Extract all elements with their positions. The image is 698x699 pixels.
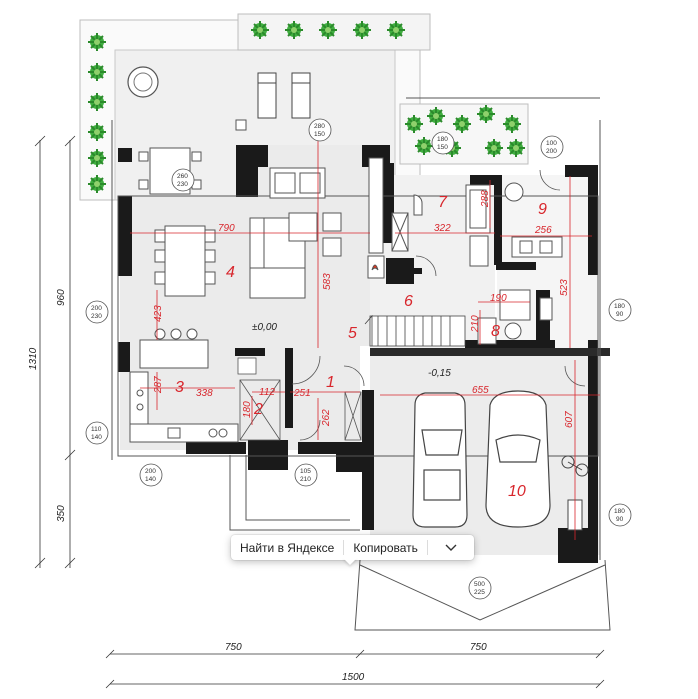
opening-r-h: 90 [616,311,624,318]
dim-655: 655 [472,385,489,396]
dim-338: 338 [196,388,213,399]
dim-251: 251 [293,388,311,399]
dim-256: 256 [534,225,552,236]
dim-1310: 1310 [28,347,39,370]
outer-lines [111,97,611,631]
level-main: ±0,00 [252,322,277,333]
living-furniture [249,167,342,299]
dim-262: 262 [321,409,332,427]
outer-dimension-lines [34,135,605,689]
opening-ll-h: 140 [91,434,102,441]
plants-garden [399,103,529,165]
dim-583: 583 [322,273,333,290]
kitchen-island-icon [129,328,239,443]
opening-b-w: 200 [145,468,156,475]
room-label-6: 6 [404,293,413,310]
sun-loungers-icon [257,72,311,119]
opening-l-w: 200 [91,305,102,312]
dim-350: 350 [56,505,67,522]
opening-kt-h: 150 [437,144,448,151]
dim-790: 790 [218,223,235,234]
search-yandex-button[interactable]: Найти в Яндексе [240,540,335,555]
room-label-1: 1 [326,374,335,391]
tv-cabinet [367,157,409,279]
dim-287: 287 [153,376,164,394]
dim-750-right: 750 [470,642,487,653]
round-table-icon [127,66,159,98]
text-selection-menu: Найти в Яндексе Копировать [231,535,474,560]
opening-top-h: 150 [314,131,325,138]
room7-furniture [413,184,491,267]
opening-rl-w: 180 [614,508,625,515]
dim-112: 112 [259,387,275,398]
dim-1500: 1500 [342,672,365,683]
opening-bt-h: 200 [546,148,557,155]
room-label-2: 2 [253,401,263,418]
opening-d-w: 105 [300,468,311,475]
car-left-icon [412,392,468,528]
menu-divider [426,540,428,555]
opening-bt-w: 100 [546,140,557,147]
opening-rl-h: 90 [616,516,624,523]
opening-kt-w: 180 [437,136,448,143]
dim-607: 607 [564,411,575,428]
opening-lt-h: 230 [177,181,188,188]
dim-288: 288 [480,190,491,208]
opening-ll-w: 110 [91,426,102,433]
more-options-button[interactable] [428,535,474,560]
room-label-7: 7 [438,194,448,211]
opening-d-h: 210 [300,476,311,483]
dim-210: 210 [470,315,481,333]
room-label-9: 9 [538,201,547,218]
opening-b-h: 140 [145,476,156,483]
doors [237,169,586,441]
dim-322: 322 [434,223,451,234]
copy-button[interactable]: Копировать [353,540,418,555]
dim-180: 180 [242,401,253,418]
dim-423: 423 [153,305,164,322]
room-label-5: 5 [348,325,357,342]
car-right-icon [485,390,551,528]
dining-table-icon [154,225,216,297]
room-label-8: 8 [491,323,500,340]
menu-pointer [343,558,357,565]
dim-960: 960 [56,289,67,306]
menu-divider [343,540,345,555]
dim-523: 523 [559,279,570,296]
opening-l-h: 230 [91,313,102,320]
room-label-10: 10 [508,483,526,500]
opening-top-w: 280 [314,123,325,130]
staircase-icon [364,314,466,347]
room-label-4: 4 [226,264,235,281]
opening-g-w: 500 [474,581,485,588]
opening-r-w: 180 [614,303,625,310]
room-label-3: 3 [175,379,184,396]
bathroom-fixtures [477,182,563,345]
opening-lt-w: 260 [177,173,188,180]
chevron-down-icon [445,544,457,551]
level-garage: -0,15 [428,368,451,379]
dimension-lines [130,140,600,540]
dim-750-left: 750 [225,642,242,653]
opening-g-h: 225 [474,589,485,596]
opening-markers [85,118,632,600]
dim-190: 190 [490,293,507,304]
